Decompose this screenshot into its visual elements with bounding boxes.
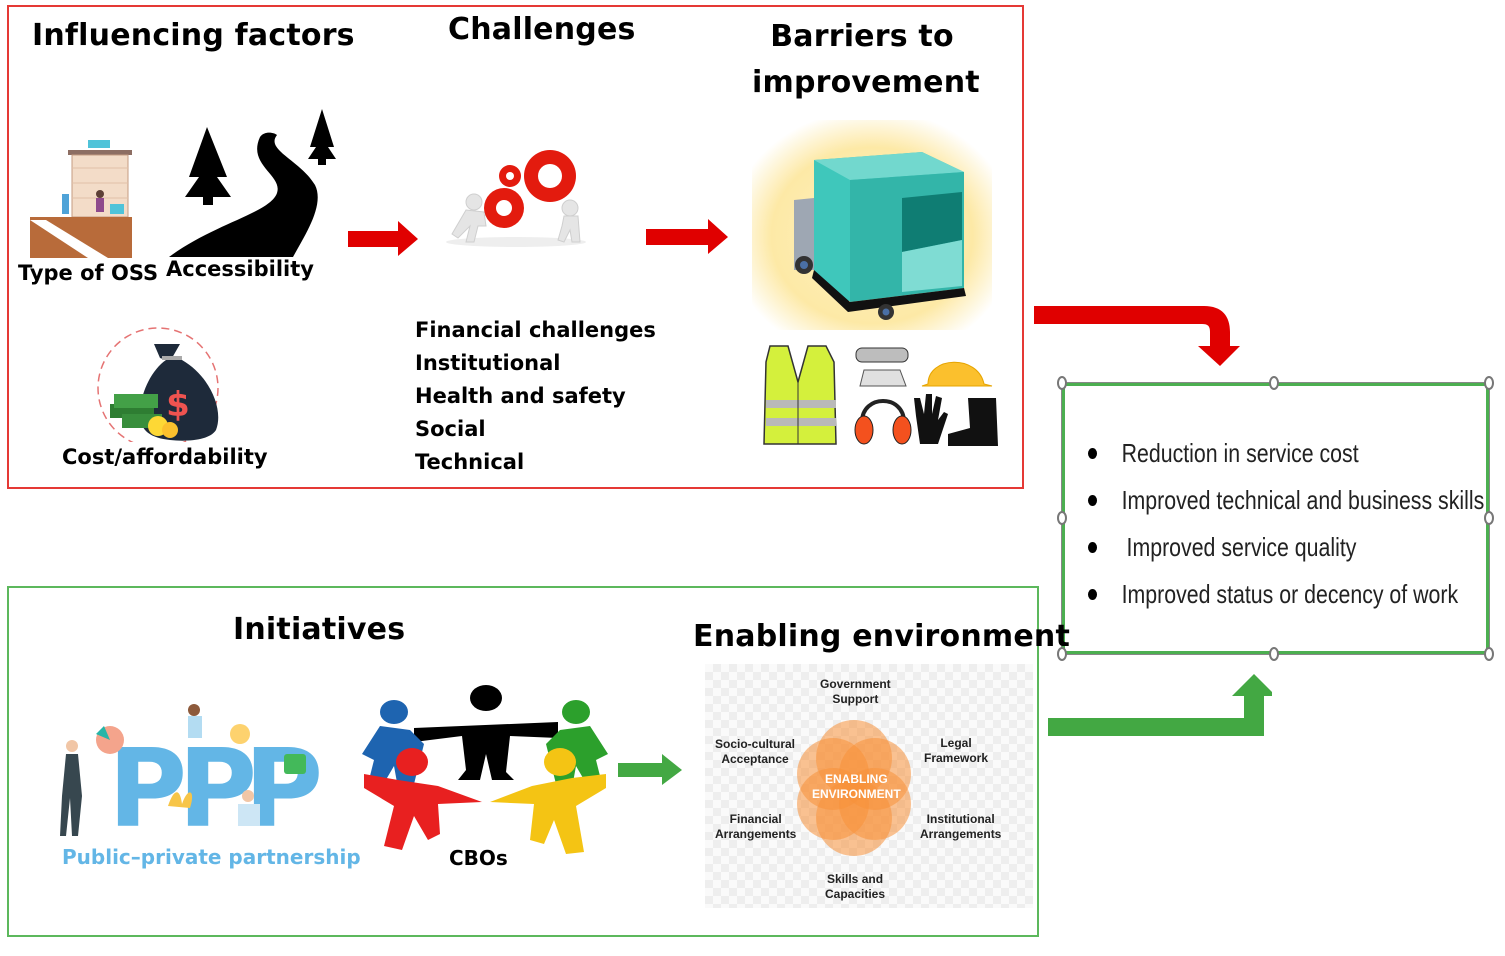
boot-icon	[948, 398, 998, 446]
bullet-icon	[1088, 542, 1098, 553]
person-red	[364, 748, 482, 850]
outcomes-list: Reduction in service cost Improved techn…	[1088, 430, 1484, 618]
factor-financial-arrangements: Financial Arrangements	[715, 812, 796, 842]
barriers-heading: Barriers to improvement	[752, 14, 980, 106]
outcome-item: Improved technical and business skills	[1088, 477, 1484, 524]
factor-type-of-oss: Type of OSS	[18, 261, 159, 285]
glove-icon	[914, 394, 948, 444]
initiatives-heading: Initiatives	[233, 612, 406, 647]
center-line1: ENABLING	[825, 772, 888, 786]
ppp-caption: Public–private partnership	[62, 845, 361, 869]
bullet-icon	[1088, 495, 1098, 506]
enabling-environment-petals-icon	[797, 720, 911, 856]
safety-vest-icon	[763, 345, 837, 445]
goggles-mask-icon	[855, 347, 909, 387]
factor-line2: Support	[832, 692, 879, 706]
outcome-item: Improved service quality	[1088, 524, 1484, 571]
center-line2: ENVIRONMENT	[812, 787, 901, 801]
right-arrow-icon	[646, 219, 728, 254]
factor-line1: Financial	[729, 812, 782, 826]
svg-text:$: $	[166, 385, 190, 425]
right-arrow-icon	[348, 221, 418, 256]
challenges-heading: Challenges	[448, 12, 636, 47]
factor-line1: Institutional	[926, 812, 995, 826]
resize-handle-right[interactable]	[1484, 511, 1494, 525]
bent-arrow-up-icon	[1048, 674, 1272, 736]
factor-line2: Arrangements	[715, 827, 797, 841]
money-bag-icon: $	[97, 327, 219, 442]
challenges-list: Financial challenges Institutional Healt…	[415, 314, 656, 479]
ear-muffs-icon	[854, 399, 912, 445]
enabling-environment-heading: Enabling environment	[693, 619, 1071, 654]
safety-equipment-icon	[763, 345, 998, 446]
outcome-text: Improved status or decency of work	[1121, 579, 1459, 609]
factor-line1: Socio-cultural	[715, 737, 796, 751]
bullet-icon	[1088, 448, 1098, 459]
challenge-item: Social	[415, 417, 486, 441]
person-black	[414, 685, 558, 780]
challenge-item: Health and safety	[415, 384, 626, 408]
outcome-item: Improved status or decency of work	[1088, 571, 1484, 618]
barriers-panel	[7, 5, 1024, 489]
influencing-factors-heading: Influencing factors	[32, 18, 355, 53]
bent-arrow-down-icon	[1034, 306, 1240, 366]
cbo-caption: CBOs	[449, 846, 508, 870]
hard-hat-icon	[921, 361, 993, 387]
resize-handle-bottom-left[interactable]	[1057, 647, 1067, 661]
factor-legal-framework: Legal Framework	[924, 736, 988, 766]
factor-socio-cultural: Socio-cultural Acceptance	[715, 737, 795, 767]
factor-line2: Capacities	[825, 887, 886, 901]
factor-line2: Framework	[924, 751, 989, 765]
outcome-text: Reduction in service cost	[1121, 438, 1359, 468]
factor-skills-capacities: Skills and Capacities	[825, 872, 885, 902]
factor-institutional-arrangements: Institutional Arrangements	[920, 812, 1001, 842]
resize-handle-top-right[interactable]	[1484, 376, 1494, 390]
outcome-text: Improved technical and business skills	[1121, 485, 1485, 515]
bullet-icon	[1088, 589, 1098, 600]
resize-handle-left[interactable]	[1057, 511, 1067, 525]
factor-cost-affordability: Cost/affordability	[62, 445, 268, 469]
outcome-item: Reduction in service cost	[1088, 430, 1484, 477]
challenge-item: Technical	[415, 450, 525, 474]
barriers-heading-line1: Barriers to	[770, 19, 954, 54]
onsite-sanitation-icon	[30, 140, 132, 258]
community-people-icon	[362, 685, 608, 854]
factor-line1: Government	[820, 677, 891, 691]
truck-icon	[752, 120, 992, 330]
gears-teamwork-icon	[446, 150, 586, 247]
resize-handle-top[interactable]	[1269, 376, 1279, 390]
factor-government-support: Government Support	[820, 677, 891, 707]
challenge-item: Financial challenges	[415, 318, 656, 342]
resize-handle-top-left[interactable]	[1057, 376, 1067, 390]
challenge-item: Institutional	[415, 351, 561, 375]
person-yellow	[490, 748, 606, 854]
resize-handle-bottom-right[interactable]	[1484, 647, 1494, 661]
factor-line1: Legal	[940, 736, 972, 750]
right-arrow-icon	[618, 754, 682, 785]
road-accessibility-icon	[169, 109, 336, 257]
factor-line2: Arrangements	[920, 827, 1002, 841]
ppp-illustration-icon: P P P	[60, 704, 323, 842]
factor-line1: Skills and	[827, 872, 884, 886]
factor-accessibility: Accessibility	[166, 257, 314, 281]
factor-line2: Acceptance	[721, 752, 789, 766]
barriers-heading-line2: improvement	[752, 65, 980, 100]
enabling-center-label: ENABLING ENVIRONMENT	[812, 772, 901, 802]
outcome-text: Improved service quality	[1126, 532, 1357, 562]
initiatives-panel	[7, 586, 1039, 937]
resize-handle-bottom[interactable]	[1269, 647, 1279, 661]
